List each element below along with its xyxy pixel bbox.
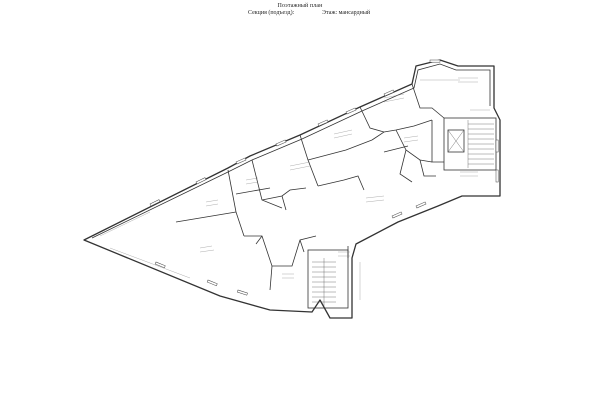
interior-partitions [175,83,445,291]
section-label: Секция (подъезд): [248,10,295,16]
floor-label: Этаж: мансардный [322,10,371,16]
elevator-shaft [447,129,465,153]
room-annotation-marks [199,77,478,279]
plan-title: Поэтажный план [277,3,323,9]
inner-outline [91,63,491,239]
dimension-lines [99,79,490,300]
windows [149,59,499,296]
outer-wall [83,59,501,319]
stair-treads-right [467,120,494,168]
stair-treads-lower [312,258,336,306]
stair-core-lower [307,249,349,309]
